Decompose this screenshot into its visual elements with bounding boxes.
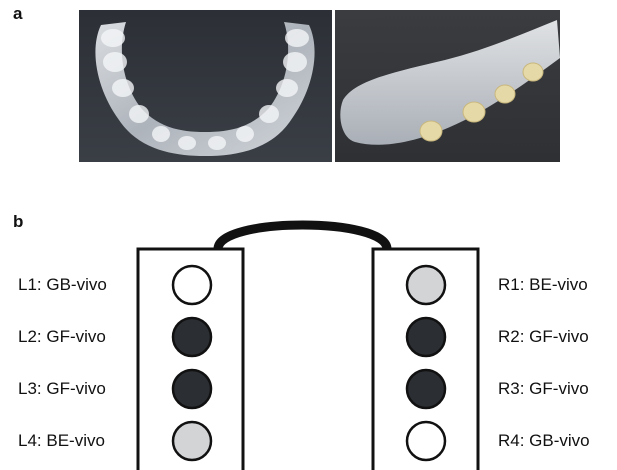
right-disc-1	[407, 266, 445, 304]
left-row-label-4: L4: BE-vivo	[18, 431, 105, 451]
right-row-label-3: R3: GF-vivo	[498, 379, 589, 399]
right-row-label-2: R2: GF-vivo	[498, 327, 589, 347]
right-disc-3	[407, 370, 445, 408]
left-row-label-1: L1: GB-vivo	[18, 275, 107, 295]
right-row-label-1: R1: BE-vivo	[498, 275, 588, 295]
right-row-label-4: R4: GB-vivo	[498, 431, 590, 451]
connector-arch	[218, 225, 387, 249]
left-row-label-2: L2: GF-vivo	[18, 327, 106, 347]
left-row-label-3: L3: GF-vivo	[18, 379, 106, 399]
right-disc-4	[407, 422, 445, 460]
right-disc-2	[407, 318, 445, 356]
left-disc-2	[173, 318, 211, 356]
left-disc-1	[173, 266, 211, 304]
left-disc-3	[173, 370, 211, 408]
left-disc-4	[173, 422, 211, 460]
